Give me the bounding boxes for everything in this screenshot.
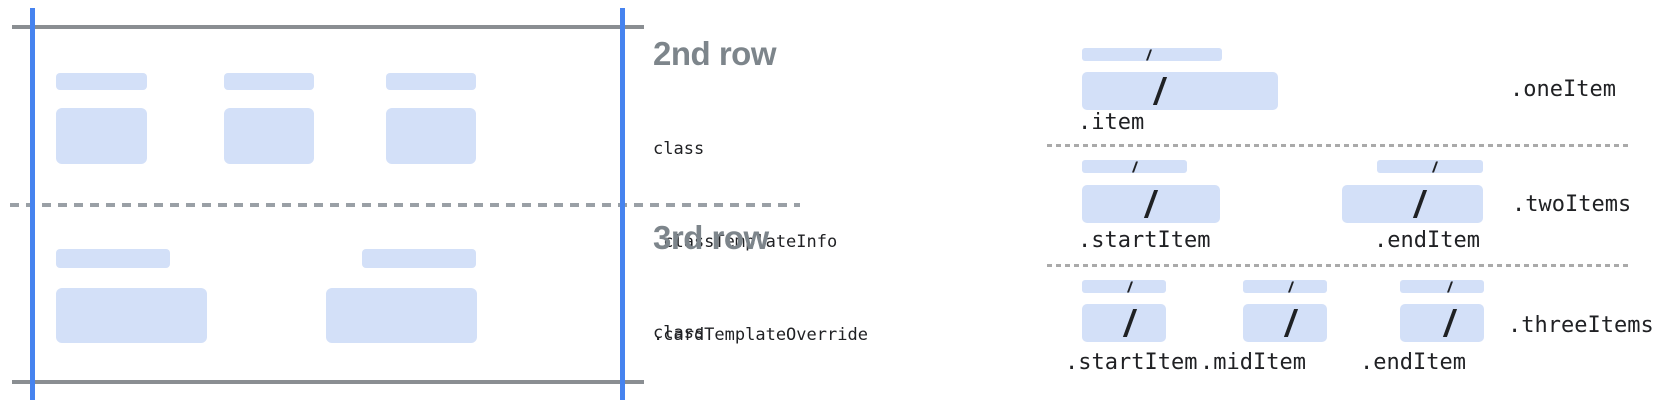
item-content-placeholder-bar	[1082, 185, 1220, 223]
item-label-placeholder-bar	[1243, 280, 1327, 293]
slash-icon	[1412, 190, 1427, 218]
slash-icon	[1432, 161, 1439, 172]
slash-icon	[1143, 190, 1159, 218]
item-field-label: .endItem	[1360, 350, 1466, 375]
item-field-label: .midItem	[1200, 350, 1306, 375]
item-content-placeholder-bar	[1243, 304, 1327, 342]
code-line: class	[653, 139, 705, 159]
title-placeholder-bar	[386, 73, 476, 90]
row-divider-dashed-line	[10, 203, 800, 207]
title-placeholder-bar	[362, 249, 476, 268]
item-content-placeholder-bar	[1082, 304, 1166, 342]
second-row-class-path: class .classTemplateInfo .cardTemplateOv…	[653, 72, 899, 412]
item-label-placeholder-bar	[1400, 280, 1484, 293]
item-label-placeholder-bar	[1082, 48, 1222, 61]
item-content-placeholder-bar	[1400, 304, 1484, 342]
item-field-label: .item	[1078, 110, 1145, 135]
item-label-placeholder-bar	[1082, 280, 1166, 293]
code-line: .cardTemplateOverride	[653, 325, 868, 345]
third-row-heading: 3rd row	[653, 219, 769, 256]
template-divider-dotted-line	[1047, 264, 1630, 267]
content-placeholder-block	[56, 288, 207, 343]
code-line: .classTemplateInfo	[653, 232, 838, 252]
content-placeholder-block	[224, 108, 314, 164]
item-field-label: .startItem	[1078, 228, 1211, 253]
second-row-heading: 2nd row	[653, 35, 777, 72]
third-row-class-path: class .classTemplateInfo .cardTemplateOv…	[653, 256, 899, 412]
card-top-rule	[12, 25, 644, 29]
slash-icon	[1153, 77, 1168, 105]
card-bottom-rule	[12, 380, 644, 384]
template-name-label: .twoItems	[1512, 192, 1632, 217]
slash-icon	[1122, 309, 1137, 337]
slash-icon	[1126, 281, 1133, 292]
slash-icon	[1283, 309, 1298, 337]
slash-icon	[1131, 161, 1138, 172]
content-placeholder-block	[386, 108, 476, 164]
slash-icon	[1287, 281, 1294, 292]
item-field-label: .startItem	[1065, 350, 1198, 375]
code-line: class	[653, 323, 705, 343]
title-placeholder-bar	[56, 73, 147, 90]
item-label-placeholder-bar	[1082, 160, 1187, 173]
content-placeholder-block	[326, 288, 477, 343]
title-placeholder-bar	[224, 73, 314, 90]
item-content-placeholder-bar	[1082, 72, 1278, 110]
slash-icon	[1443, 309, 1458, 337]
item-label-placeholder-bar	[1377, 160, 1483, 173]
card-right-edge-line	[620, 8, 625, 400]
slash-icon	[1447, 281, 1454, 292]
template-divider-dotted-line	[1047, 144, 1630, 147]
slash-icon	[1146, 49, 1153, 60]
item-content-placeholder-bar	[1342, 185, 1483, 223]
content-placeholder-block	[56, 108, 147, 164]
card-left-edge-line	[30, 8, 35, 400]
template-name-label: .oneItem	[1510, 77, 1616, 102]
template-name-label: .threeItems	[1508, 313, 1654, 338]
item-field-label: .endItem	[1374, 228, 1480, 253]
title-placeholder-bar	[56, 249, 170, 268]
